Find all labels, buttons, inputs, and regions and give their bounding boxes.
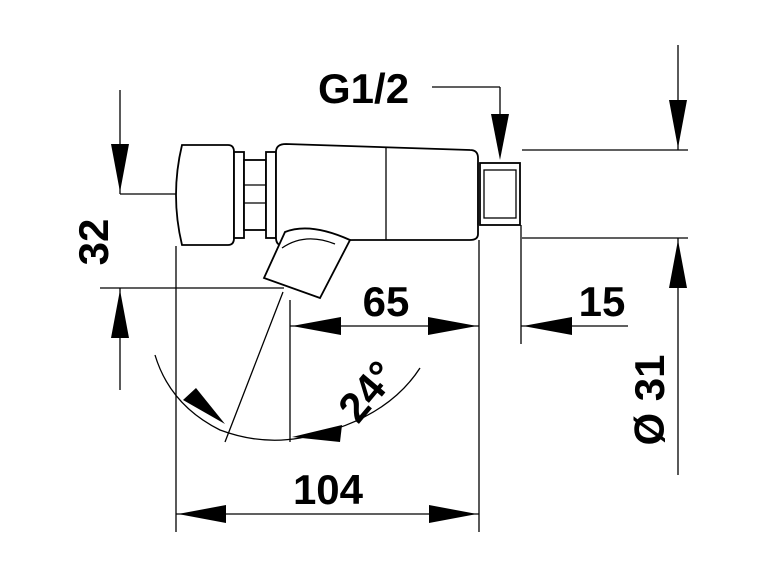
extension-lines [100, 149, 688, 532]
dimension-overall-length: 104 [176, 466, 479, 523]
collar-ring-inner [243, 159, 267, 231]
dimension-thread-length: 15 [521, 278, 628, 335]
dim-label-thread-length: 15 [579, 278, 626, 325]
push-button-cap [175, 144, 235, 246]
dimension-thread: G1/2 [318, 65, 509, 160]
dim-label-diameter: Ø 31 [626, 354, 673, 445]
dim-label-body-length: 65 [363, 278, 410, 325]
faucet-part [175, 143, 521, 300]
dim-label-overall-length: 104 [293, 466, 364, 513]
dim-label-thread: G1/2 [318, 65, 409, 112]
collar-nut [265, 151, 277, 239]
dimension-height: 32 [70, 90, 129, 390]
dimension-diameter: Ø 31 [626, 45, 687, 475]
dim-label-angle: 24° [329, 352, 406, 431]
thread-connector [479, 162, 521, 226]
dimension-angle: 24° [154, 352, 421, 442]
dim-label-height: 32 [70, 219, 117, 266]
dimension-body-length: 65 [290, 278, 479, 335]
collar-ring-outer [233, 151, 245, 239]
